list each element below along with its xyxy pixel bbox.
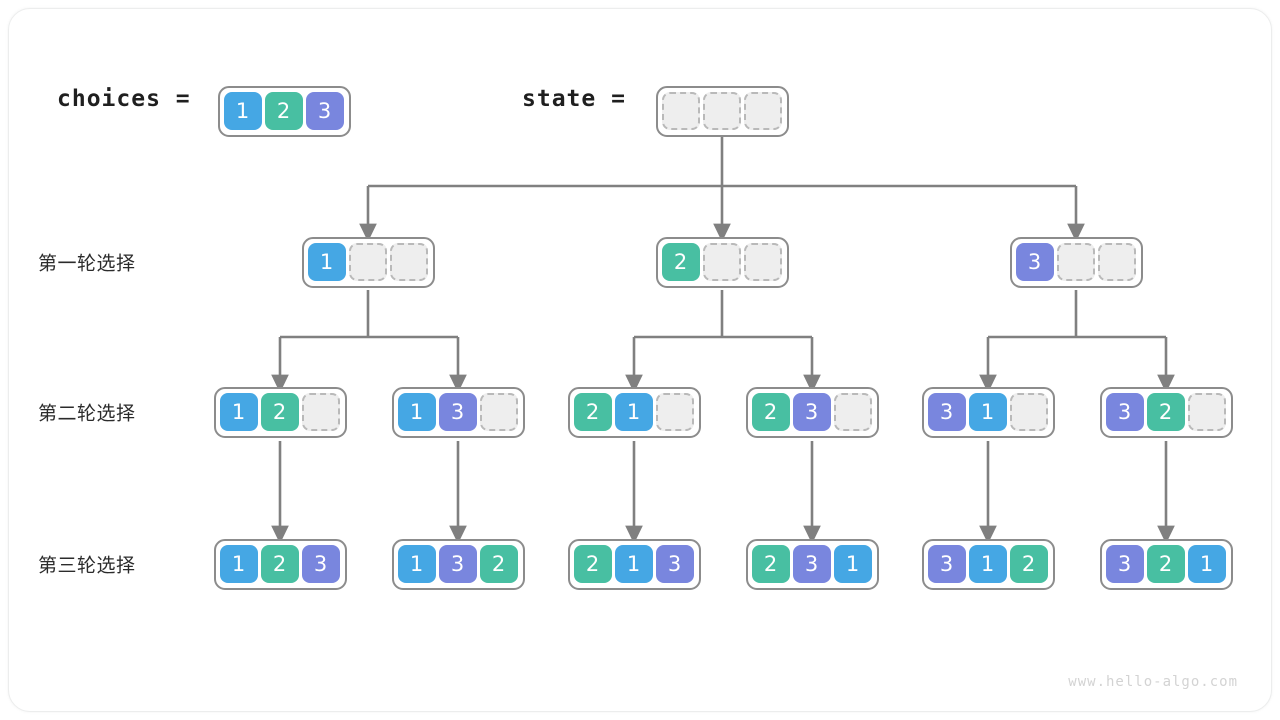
array-cell-value: 3 [301,545,340,583]
array-cell-empty [743,243,782,281]
array-cell-value: 2 [1146,393,1185,431]
array-cell-value: 1 [397,393,436,431]
array-cell-empty [1097,243,1136,281]
array-cell-value: 3 [792,393,831,431]
row-label-round-2: 第二轮选择 [38,402,136,425]
level1-node-3[interactable]: 3 [1009,236,1143,288]
array-cell-value: 2 [260,545,299,583]
array-cell-empty [655,393,694,431]
level1-node-1[interactable]: 1 [301,236,435,288]
array-cell-value: 1 [968,545,1007,583]
array-cell-empty [1009,393,1048,431]
array-cell-empty [702,243,741,281]
array-cell-value: 1 [1187,545,1226,583]
array-cell-value: 2 [264,92,303,130]
array-cell-value: 1 [223,92,262,130]
array-cell-empty [833,393,872,431]
array-cell-value: 2 [573,545,612,583]
array-cell-value: 2 [1146,545,1185,583]
array-cell-empty [661,92,700,130]
watermark: www.hello-algo.com [1068,674,1238,690]
array-cell-value: 1 [219,393,258,431]
array-cell-value: 3 [927,393,966,431]
array-cell-value: 2 [479,545,518,583]
array-cell-empty [479,393,518,431]
array-cell-value: 2 [751,545,790,583]
array-cell-empty [702,92,741,130]
array-cell-value: 1 [968,393,1007,431]
array-cell-empty [1187,393,1226,431]
row-label-round-1: 第一轮选择 [38,252,136,275]
choices-label: choices = [57,86,191,112]
array-cell-empty [348,243,387,281]
array-cell-value: 2 [661,243,700,281]
diagram-card [8,8,1272,712]
state-label: state = [522,86,626,112]
array-cell-value: 1 [614,393,653,431]
row-label-round-3: 第三轮选择 [38,554,136,577]
array-cell-empty [389,243,428,281]
array-cell-value: 1 [833,545,872,583]
state-array[interactable] [655,85,789,137]
array-cell-value: 3 [438,545,477,583]
array-cell-empty [1056,243,1095,281]
array-cell-value: 2 [573,393,612,431]
array-cell-value: 3 [1105,545,1144,583]
array-cell-value: 1 [219,545,258,583]
array-cell-value: 1 [307,243,346,281]
array-cell-value: 3 [927,545,966,583]
array-cell-value: 3 [305,92,344,130]
array-cell-value: 1 [614,545,653,583]
array-cell-value: 2 [751,393,790,431]
level1-node-2[interactable]: 2 [655,236,789,288]
array-cell-empty [743,92,782,130]
array-cell-value: 2 [1009,545,1048,583]
array-cell-value: 3 [655,545,694,583]
array-cell-value: 3 [438,393,477,431]
array-cell-value: 1 [397,545,436,583]
array-cell-empty [301,393,340,431]
array-cell-value: 3 [1015,243,1054,281]
array-cell-value: 2 [260,393,299,431]
array-cell-value: 3 [1105,393,1144,431]
array-cell-value: 3 [792,545,831,583]
